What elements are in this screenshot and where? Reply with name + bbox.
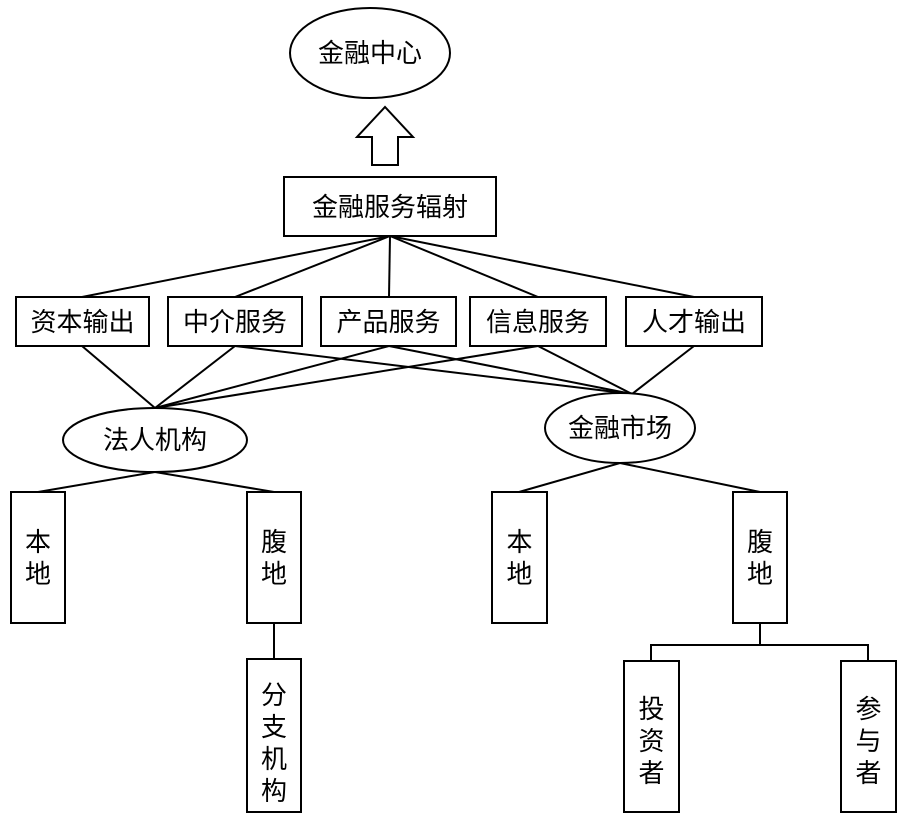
node-market-local: 本 地 xyxy=(491,491,548,624)
node-legal-hinterland-char-1: 腹 xyxy=(261,528,287,558)
node-branch: 分 支 机 构 xyxy=(246,658,302,813)
edge-market_hinter-children xyxy=(650,623,869,661)
node-market: 金融市场 xyxy=(544,392,696,464)
edge-radiation-intermediary xyxy=(234,235,391,298)
edge-radiation-capital xyxy=(81,235,391,298)
node-intermediary: 中介服务 xyxy=(167,296,303,347)
node-legal: 法人机构 xyxy=(62,407,248,473)
node-legal-local-char-2: 地 xyxy=(25,560,51,590)
node-market-local-char-2: 地 xyxy=(506,560,532,590)
node-talent: 人才输出 xyxy=(625,296,763,347)
node-product-label: 产品服务 xyxy=(336,308,440,338)
node-participant-char-1: 参 xyxy=(855,695,881,725)
node-investor: 投 资 者 xyxy=(623,660,680,813)
edge-radiation-info xyxy=(389,235,539,298)
node-market-hinterland-char-1: 腹 xyxy=(747,528,773,558)
edge-capital-legal xyxy=(81,345,156,409)
node-radiation: 金融服务辐射 xyxy=(283,176,497,237)
edge-product-market xyxy=(388,345,633,395)
node-center-label: 金融中心 xyxy=(318,39,422,69)
edge-intermediary-market xyxy=(234,345,633,395)
node-branch-char-3: 机 xyxy=(261,745,287,775)
edge-market-branches xyxy=(518,461,761,493)
node-participant-char-2: 与 xyxy=(855,727,881,757)
node-legal-hinterland-char-2: 地 xyxy=(261,560,287,590)
node-capital: 资本输出 xyxy=(15,296,150,347)
node-talent-label: 人才输出 xyxy=(642,308,746,338)
node-center: 金融中心 xyxy=(289,7,451,99)
edge-legal-branches xyxy=(37,470,275,493)
node-intermediary-label: 中介服务 xyxy=(183,308,287,338)
node-radiation-label: 金融服务辐射 xyxy=(312,193,468,223)
node-market-hinterland: 腹 地 xyxy=(732,491,788,624)
edge-info-market xyxy=(537,345,633,395)
node-capital-label: 资本输出 xyxy=(30,308,134,338)
node-legal-hinterland: 腹 地 xyxy=(246,491,302,624)
node-info: 信息服务 xyxy=(469,296,607,347)
node-legal-label: 法人机构 xyxy=(103,426,207,456)
node-investor-char-2: 资 xyxy=(638,727,664,757)
node-participant: 参 与 者 xyxy=(840,660,897,813)
node-branch-char-1: 分 xyxy=(261,681,287,711)
node-market-local-char-1: 本 xyxy=(506,528,532,558)
node-branch-char-4: 构 xyxy=(261,777,287,807)
arrow-to-center xyxy=(354,105,416,166)
edge-product-legal xyxy=(154,345,390,409)
node-market-hinterland-char-2: 地 xyxy=(747,560,773,590)
edge-radiation-product xyxy=(388,235,391,298)
edge-radiation-talent xyxy=(389,235,695,298)
edge-talent-market xyxy=(631,345,695,395)
node-market-label: 金融市场 xyxy=(568,414,672,444)
node-legal-local: 本 地 xyxy=(10,491,66,624)
node-product: 产品服务 xyxy=(320,296,457,347)
nodes: 金融中心 金融服务辐射 资本输出 中介服务 产品服务 信息服务 人才输出 xyxy=(10,7,897,813)
node-legal-local-char-1: 本 xyxy=(25,528,51,558)
node-branch-char-2: 支 xyxy=(261,713,287,743)
edge-intermediary-legal xyxy=(154,345,236,409)
node-info-label: 信息服务 xyxy=(486,308,590,338)
node-investor-char-1: 投 xyxy=(638,695,664,725)
edge-info-legal xyxy=(154,345,539,409)
node-investor-char-3: 者 xyxy=(638,759,664,789)
node-participant-char-3: 者 xyxy=(855,759,881,789)
